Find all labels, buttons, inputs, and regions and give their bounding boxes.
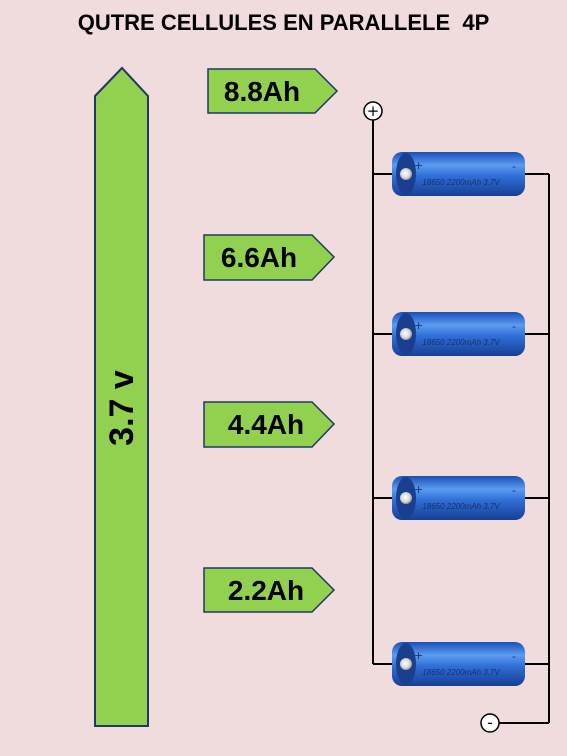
svg-text:+: + [414,649,423,662]
wiring [372,120,550,724]
svg-text:+: + [414,319,423,332]
voltage-label: 3.7 v [103,370,141,446]
battery-cell: + - 18650 2200mAh 3.7V [392,476,525,520]
capacity-arrow-2-2: 2.2Ah [203,567,336,613]
cell-label: 18650 2200mAh 3.7V [422,668,500,677]
capacity-label: 8.8Ah [224,76,300,107]
svg-text:-: - [487,713,493,732]
capacity-label: 6.6Ah [221,242,297,273]
battery-cell: + - 18650 2200mAh 3.7V [392,642,525,686]
capacity-arrow-4-4: 4.4Ah [203,401,336,448]
capacity-arrow-8-8: 8.8Ah [207,68,339,114]
voltage-arrow: 3.7 v [94,66,149,727]
svg-text:+: + [367,102,380,120]
capacity-label: 4.4Ah [228,409,304,440]
svg-text:-: - [512,650,516,663]
svg-text:-: - [512,160,516,173]
cell-label: 18650 2200mAh 3.7V [422,178,500,187]
negative-terminal-icon: - [480,713,500,733]
diagram-title: QUTRE CELLULES EN PARALLELE 4P [77,10,490,35]
svg-text:+: + [414,483,423,496]
svg-text:+: + [414,159,423,172]
capacity-label: 2.2Ah [228,575,304,606]
cell-label: 18650 2200mAh 3.7V [422,338,500,347]
svg-text:-: - [512,484,516,497]
cell-label: 18650 2200mAh 3.7V [422,502,500,511]
capacity-arrow-6-6: 6.6Ah [203,234,336,281]
positive-terminal-icon: + [363,101,383,121]
svg-text:-: - [512,320,516,333]
battery-cell: + - 18650 2200mAh 3.7V [392,152,525,196]
battery-cell: + - 18650 2200mAh 3.7V [392,312,525,356]
